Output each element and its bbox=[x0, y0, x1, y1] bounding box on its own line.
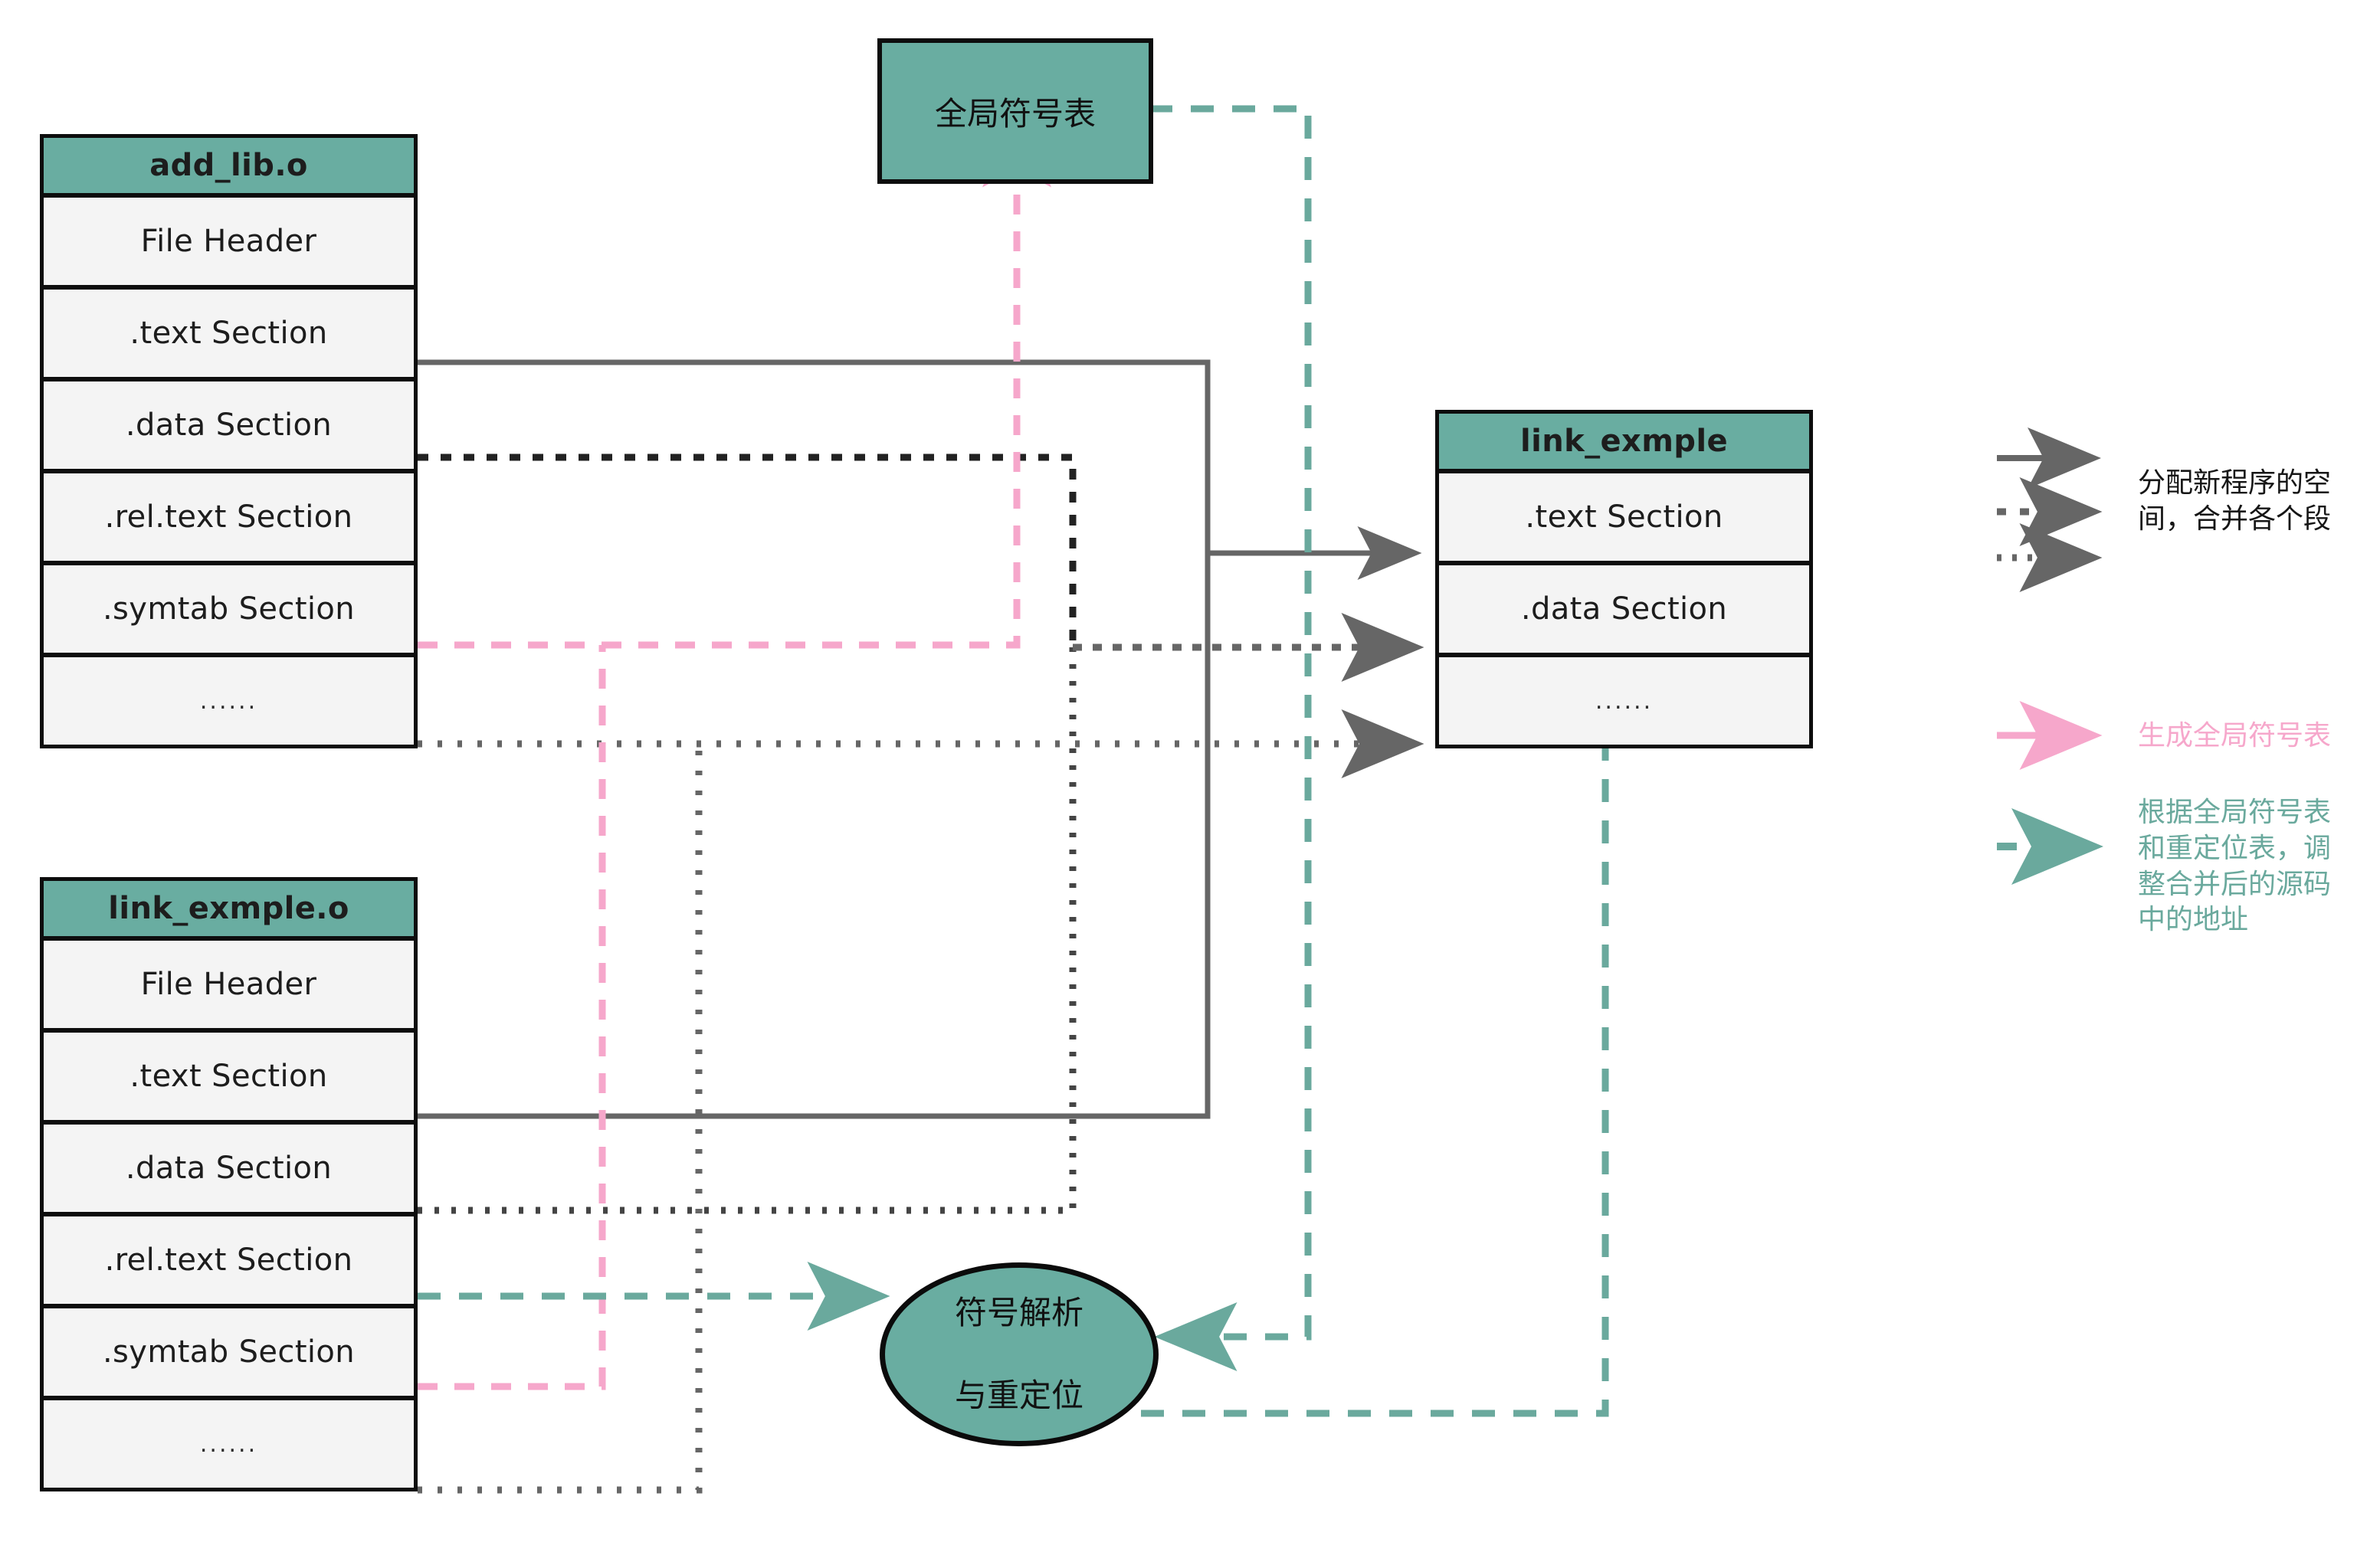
legend-swatches bbox=[1997, 427, 2103, 885]
object-file-link-exmple-title: link_exmple.o bbox=[40, 877, 418, 940]
legend-label-global-symtab: 生成全局符号表 bbox=[2138, 720, 2332, 751]
section-row-symtab: .symtab Section bbox=[40, 562, 418, 656]
section-row-label: .data Section bbox=[125, 1151, 333, 1186]
output-row-label: .data Section bbox=[1520, 591, 1728, 627]
symbol-resolution-relocation-label: 符号解析 与重定位 bbox=[955, 1292, 1083, 1416]
section-row-label: .rel.text Section bbox=[104, 1243, 353, 1278]
section-row-rel-text: .rel.text Section bbox=[40, 1213, 418, 1308]
output-executable-link-exmple: link_exmple .text Section .data Section … bbox=[1435, 410, 1813, 785]
global-symbol-table-label: 全局符号表 bbox=[934, 94, 1096, 133]
output-title-label: link_exmple bbox=[1520, 424, 1728, 459]
object-file-link-exmple: link_exmple.o File Header .text Section … bbox=[40, 877, 418, 1524]
section-row-symtab: .symtab Section bbox=[40, 1305, 418, 1400]
section-row-data: .data Section bbox=[40, 1121, 418, 1216]
wire-merge-text bbox=[418, 359, 1422, 1119]
section-row-label: File Header bbox=[140, 967, 317, 1002]
section-row-label: .text Section bbox=[129, 1059, 328, 1094]
output-row-more: ...... bbox=[1435, 653, 1813, 748]
section-row-label: .text Section bbox=[129, 316, 328, 351]
output-row-data: .data Section bbox=[1435, 562, 1813, 656]
section-row-more: ...... bbox=[40, 1396, 418, 1491]
symbol-resolution-line-1: 符号解析 bbox=[954, 1294, 1083, 1332]
section-row-label: .data Section bbox=[125, 408, 333, 443]
symbol-resolution-relocation-node: 符号解析 与重定位 bbox=[880, 1262, 1159, 1446]
section-row-more: ...... bbox=[40, 653, 418, 748]
output-row-text: .text Section bbox=[1435, 470, 1813, 565]
section-row-label: ...... bbox=[199, 687, 258, 715]
object-file-add-lib-title: add_lib.o bbox=[40, 134, 418, 197]
output-row-label: .text Section bbox=[1525, 499, 1723, 535]
wire-merge-rest bbox=[418, 709, 1424, 1494]
section-row-label: .rel.text Section bbox=[104, 499, 353, 535]
symbol-resolution-line-2: 与重定位 bbox=[954, 1376, 1083, 1414]
section-row-label: .symtab Section bbox=[102, 1334, 356, 1370]
section-row-label: File Header bbox=[140, 224, 317, 259]
global-symbol-table-node: 全局符号表 bbox=[877, 38, 1153, 184]
object-file-add-lib: add_lib.o File Header .text Section .dat… bbox=[40, 134, 418, 781]
object-file-add-lib-title-label: add_lib.o bbox=[149, 148, 308, 183]
wire-relocation bbox=[418, 105, 1640, 1417]
section-row-label: .symtab Section bbox=[102, 591, 356, 627]
section-row-label: ...... bbox=[199, 1430, 258, 1458]
object-file-link-exmple-title-label: link_exmple.o bbox=[108, 891, 349, 926]
wire-symtab-to-global bbox=[418, 104, 1051, 1390]
legend-label-merge: 分配新程序的空 间，合并各个段 bbox=[2138, 467, 2332, 535]
legend-label-relocation: 根据全局符号表 和重定位表，调 整合并后的源码 中的地址 bbox=[2138, 797, 2332, 936]
wire-merge-data bbox=[418, 453, 1424, 1214]
output-row-label: ...... bbox=[1595, 687, 1654, 715]
